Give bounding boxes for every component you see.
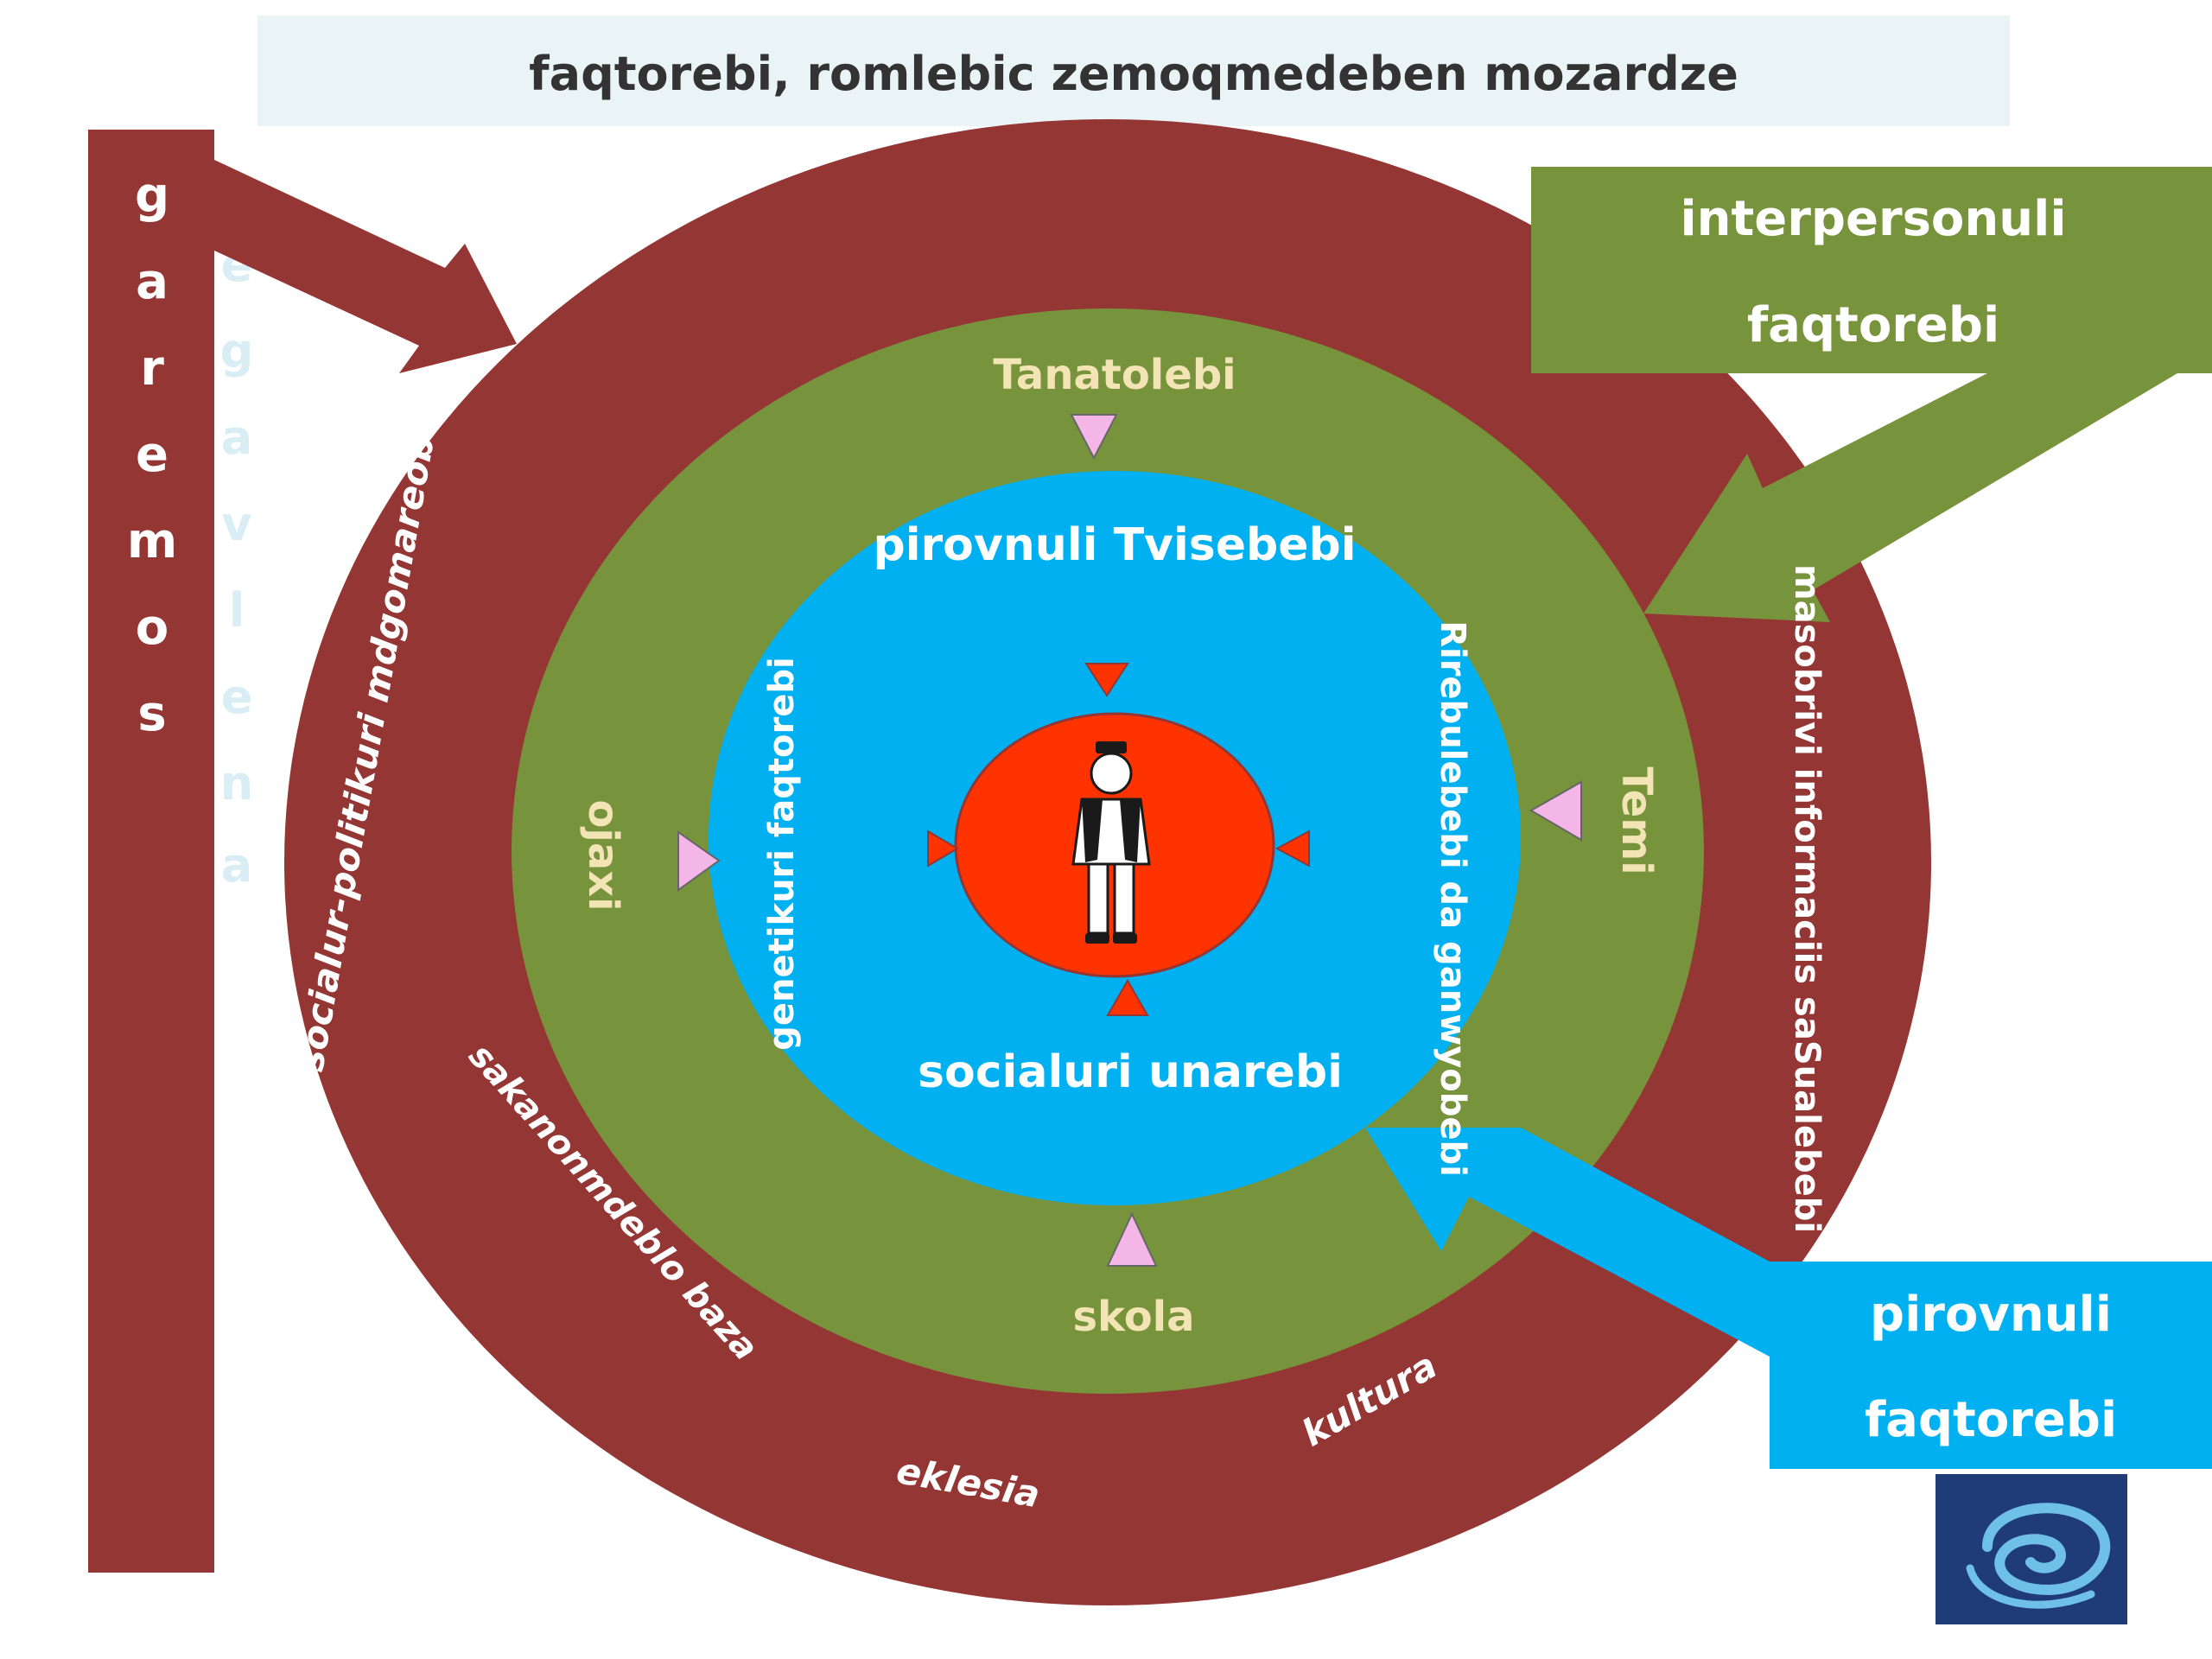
interpersonal-callout-line1: interpersonuli (1680, 191, 2066, 247)
inner-label-bottom: socialuri unarebi (918, 1046, 1343, 1098)
bar-letter: m (127, 513, 177, 569)
person-icon (1071, 741, 1151, 944)
faded-letter: g (220, 324, 254, 378)
faded-letter: v (221, 497, 251, 551)
middle-label-bottom: skola (1072, 1293, 1194, 1341)
middle-label-left: ojaxi (579, 799, 627, 911)
inner-label-right: Rirebulebebi da ganwyobebi (1433, 620, 1472, 1177)
core-triangle-left (927, 830, 959, 868)
outer-label-right: masobrivi informaciis saSualebebi (1787, 564, 1827, 1233)
bar-letter: s (137, 686, 166, 742)
title-banner (257, 16, 2010, 126)
page-title: faqtorebi, romlebic zemoqmedeben mozardz… (529, 47, 1738, 101)
faded-letter: l (229, 583, 245, 638)
spiral-logo-icon (1936, 1474, 2127, 1624)
faded-letter: e (221, 670, 253, 724)
middle-label-right: Temi (1612, 766, 1661, 874)
triangle-right (1529, 780, 1582, 842)
bar-letter: o (136, 600, 168, 656)
triangle-top (1070, 414, 1118, 461)
interpersonal-callout (1531, 167, 2212, 622)
middle-label-top: Tanatolebi (993, 351, 1236, 399)
faded-letter: a (221, 410, 252, 465)
personal-callout-line2: faqtorebi (1865, 1392, 2117, 1448)
bar-letter: e (136, 427, 168, 483)
triangle-left (677, 830, 721, 892)
outer-arrow (214, 160, 517, 373)
interpersonal-callout-line2: faqtorebi (1747, 297, 1999, 353)
triangle-bottom (1106, 1211, 1158, 1267)
faded-letter: a (221, 838, 252, 893)
inner-label-left: genetikuri faqtorebi (762, 657, 802, 1050)
core-triangle-bottom (1106, 978, 1149, 1016)
core-triangle-top (1084, 663, 1129, 697)
personal-callout-line1: pirovnuli (1870, 1287, 2112, 1343)
bar-letter: r (140, 340, 164, 397)
bar-letter: a (136, 254, 168, 310)
outer-environment-bar (88, 130, 214, 1573)
core-triangle-right (1274, 830, 1310, 868)
faded-letter: n (220, 756, 253, 810)
personal-callout (1770, 1262, 2212, 1469)
inner-label-top: pirovnuli Tvisebebi (873, 519, 1356, 571)
bar-letter: g (135, 168, 169, 224)
